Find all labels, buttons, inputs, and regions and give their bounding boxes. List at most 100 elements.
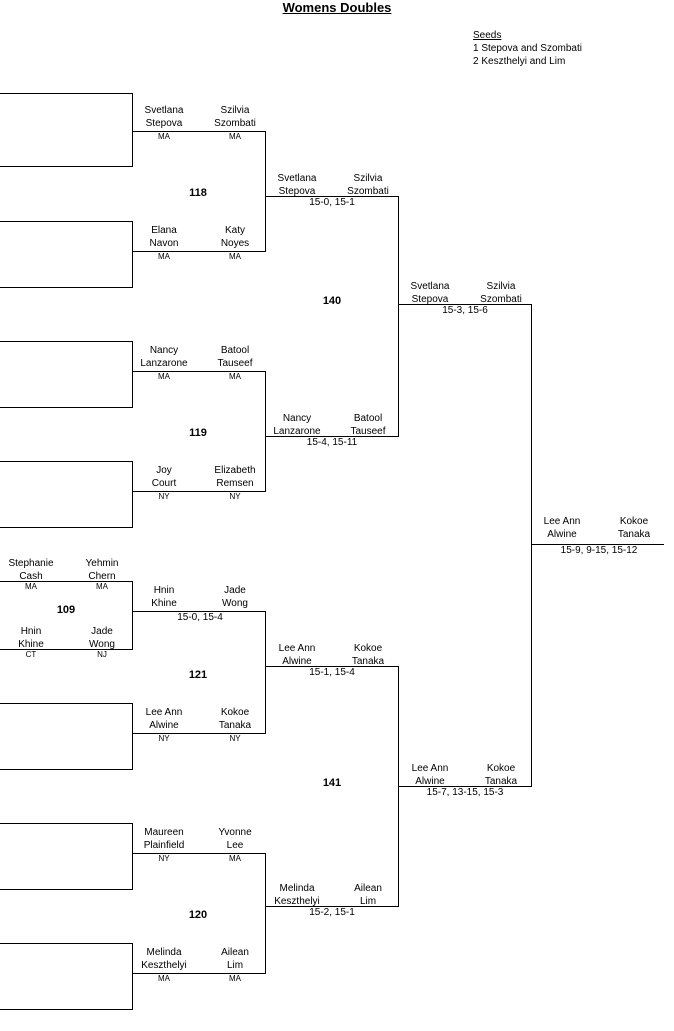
player-name: Kokoe Tanaka [218,707,252,731]
match-score: 15-2, 15-1 [309,907,355,918]
player-state: MA [158,372,170,381]
entry-line [0,287,132,288]
player-name: Kokoe Tanaka [617,516,651,540]
player-name: Yehmin Chern [85,558,119,582]
entry-line [0,769,132,770]
entry-line [0,341,132,342]
player-state: MA [229,372,241,381]
match-score: 15-3, 15-6 [442,305,488,316]
player-name: Elizabeth Remsen [214,465,256,489]
final-connector [531,304,532,787]
player-name: Ailean Lim [354,883,382,907]
player-name: Kokoe Tanaka [484,763,518,787]
round3-connector [398,196,399,437]
round1-line [132,733,265,734]
final-line [531,544,664,545]
round2-line [265,196,398,197]
match-number: 120 [188,909,208,921]
entry-line [0,166,132,167]
match-number: 118 [189,187,207,199]
entry-line [0,1009,132,1010]
prelim-line [0,649,132,650]
entry-connector [132,823,133,890]
entry-connector [132,703,133,770]
entry-line [0,527,132,528]
player-state: MA [25,582,37,591]
player-name: Melinda Keszthelyi [141,947,187,971]
player-name: Stephanie Cash [8,558,54,582]
player-name: Lee Ann Alwine [278,643,316,667]
match-score: 15-7, 13-15, 15-3 [426,787,504,798]
player-name: Hnin Khine [18,626,44,650]
match-number: 141 [322,777,342,789]
round1-line [132,973,265,974]
player-state: NY [158,734,170,743]
match-score: 15-0, 15-4 [177,612,223,623]
round2-line [265,436,398,437]
entry-line [0,823,132,824]
entry-line [0,703,132,704]
player-state: NY [158,854,170,863]
round1-line [132,853,265,854]
player-name: Lee Ann Alwine [145,707,183,731]
seed-item: 2 Keszthelyi and Lim [473,56,566,67]
player-name: Hnin Khine [151,585,177,609]
prelim-connector [132,581,133,650]
round3-line [398,304,531,305]
player-name: Jade Wong [89,626,115,650]
match-score: 15-0, 15-1 [309,197,355,208]
player-name: Szilvia Szombati [480,281,522,305]
player-state: CT [25,650,37,659]
round1-line [132,611,265,612]
player-name: Yvonne Lee [218,827,252,851]
match-number: 109 [56,604,76,616]
player-name: Ailean Lim [221,947,249,971]
player-name: Nancy Lanzarone [273,413,321,437]
player-name: Lee Ann Alwine [543,516,581,540]
player-state: NJ [97,650,107,659]
player-name: Szilvia Szombati [214,105,256,129]
player-name: Melinda Keszthelyi [274,883,320,907]
match-score: 15-9, 9-15, 15-12 [560,545,638,556]
player-state: MA [229,132,241,141]
player-name: Nancy Lanzarone [140,345,188,369]
match-number: 140 [322,295,342,307]
entry-connector [132,943,133,1010]
player-name: Maureen Plainfield [143,827,185,851]
entry-line [0,889,132,890]
entry-connector [132,341,133,408]
player-state: NY [229,492,241,501]
match-number: 119 [189,427,207,439]
player-name: Lee Ann Alwine [411,763,449,787]
player-state: MA [158,132,170,141]
round2-connector [265,131,266,252]
player-name: Elana Navon [149,225,179,249]
player-name: Batool Tauseef [217,345,253,369]
entry-connector [132,221,133,288]
player-state: MA [229,974,241,983]
seeds-legend: Seeds 1 Stepova and Szombati 2 Keszthely… [473,29,582,68]
player-state: NY [229,734,241,743]
round3-line [398,786,531,787]
player-state: MA [158,974,170,983]
player-state: MA [229,252,241,261]
match-score: 15-1, 15-4 [309,667,355,678]
entry-line [0,461,132,462]
player-name: Katy Noyes [220,225,250,249]
player-state: MA [158,252,170,261]
player-name: Svetlana Stepova [410,281,450,305]
prelim-line [0,581,132,582]
entry-connector [132,93,133,167]
round1-line [132,131,265,132]
entry-line [0,407,132,408]
entry-line [0,943,132,944]
player-name: Kokoe Tanaka [351,643,385,667]
round2-line [265,906,398,907]
seed-item: 1 Stepova and Szombati [473,43,582,54]
round1-line [132,491,265,492]
entry-line [0,93,132,94]
entry-line [0,221,132,222]
player-state: NY [158,492,170,501]
seeds-heading: Seeds [473,30,502,41]
entry-connector [132,461,133,528]
